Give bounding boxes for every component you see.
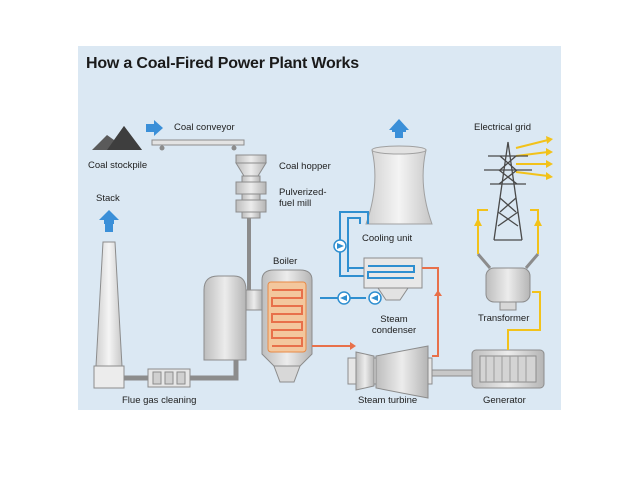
transformer <box>476 253 540 311</box>
flue-duct <box>124 360 239 381</box>
fuel-pipe <box>247 218 262 302</box>
pulverized-fuel-mill-label-line2: fuel mill <box>279 198 312 209</box>
steam-condenser <box>363 257 423 301</box>
boiler <box>203 269 313 383</box>
steam-turbine <box>347 345 433 399</box>
boiler-label: Boiler <box>273 256 298 267</box>
pulverized-fuel-mill-label-line1: Pulverized- <box>279 187 327 198</box>
steam-condenser-label-line2: condenser <box>371 325 417 336</box>
electrical-grid-label: Electrical grid <box>474 122 532 133</box>
generator <box>471 349 545 389</box>
right-arrow-icon <box>546 136 553 180</box>
turbine-shaft <box>431 369 473 377</box>
pump-icon <box>333 239 347 253</box>
pulverized-fuel-mill <box>235 175 267 219</box>
diagram-title: How a Coal-Fired Power Plant Works <box>86 55 359 72</box>
up-arrow-icon <box>389 119 409 138</box>
cooling-water-pipes <box>320 211 369 299</box>
generator-label: Generator <box>483 395 526 406</box>
electrical-grid-pylon <box>484 141 532 241</box>
coal-hopper-label: Coal hopper <box>279 161 331 172</box>
flue-gas-cleaning-unit <box>147 368 191 388</box>
cooling-unit-label: Cooling unit <box>362 233 413 244</box>
electric-lines <box>477 139 549 350</box>
steam-turbine-label: Steam turbine <box>358 395 418 406</box>
pump-icon <box>368 291 382 305</box>
coal-hopper <box>235 154 267 177</box>
coal-stockpile <box>92 126 142 150</box>
flue-gas-cleaning-label: Flue gas cleaning <box>122 395 197 406</box>
coal-conveyor-label: Coal conveyor <box>174 122 235 133</box>
up-arrow-icon <box>434 290 442 296</box>
stack-label: Stack <box>96 193 120 204</box>
diagram-panel <box>78 46 561 410</box>
steam-condenser-label-line1: Steam <box>380 314 408 325</box>
up-arrow-icon <box>99 210 119 232</box>
coal-stockpile-label: Coal stockpile <box>88 160 148 171</box>
right-arrow-icon <box>146 120 163 136</box>
steam-pipes <box>312 267 439 357</box>
cooling-tower <box>365 145 433 225</box>
pump-icon <box>337 291 351 305</box>
transformer-label: Transformer <box>478 313 530 324</box>
up-arrow-icon <box>474 218 542 226</box>
coal-conveyor <box>151 139 245 151</box>
stack <box>93 241 125 389</box>
right-arrow-icon <box>350 342 356 350</box>
